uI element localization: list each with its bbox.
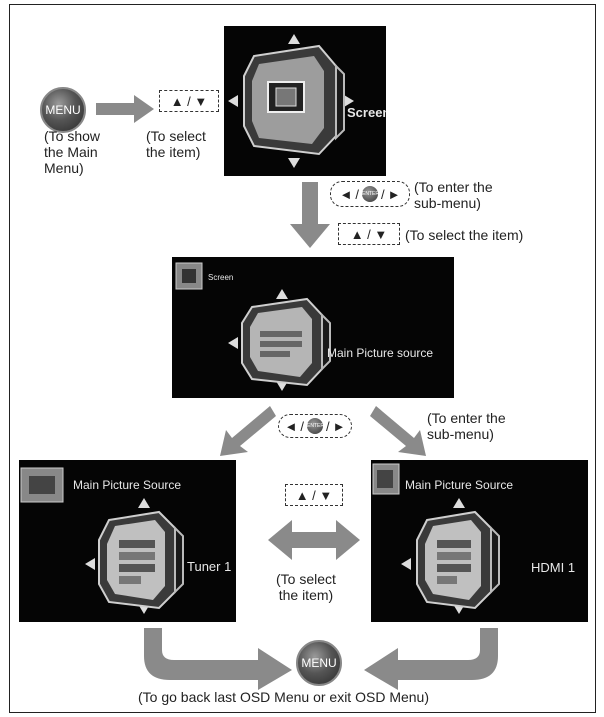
curved-arrow-left-icon — [364, 628, 498, 690]
tuner-screen: Main Picture Source Tuner 1 — [19, 460, 236, 622]
submenu-cube-graphic — [175, 262, 331, 391]
hdmi-screen: Main Picture Source HDMI 1 — [371, 460, 588, 622]
tuner-cube-graphic — [20, 467, 184, 614]
left-enter-right-key-2: ◄/ENTER/► — [278, 414, 352, 438]
enter-submenu-text-2: (To enter the sub-menu) — [427, 410, 506, 442]
submenu-label: Main Picture source — [327, 346, 434, 360]
up-down-key-label-2: ▲ / ▼ — [350, 226, 388, 242]
menu-button-top[interactable]: MENU — [40, 87, 86, 133]
up-down-key-label-3: ▲ / ▼ — [295, 487, 333, 503]
tuner-screen-header: Main Picture Source — [73, 478, 182, 492]
back-or-exit-text: (To go back last OSD Menu or exit OSD Me… — [138, 689, 429, 705]
submenu-screen: Screen Main Picture source — [172, 257, 454, 398]
arrow-down-left-icon — [220, 406, 276, 456]
arrow-down-right-icon — [370, 406, 426, 456]
right-arrow-icon-2: ► — [332, 418, 346, 434]
select-item-text-2: (To select the item) — [405, 227, 524, 243]
up-down-key-label: ▲ / ▼ — [170, 93, 208, 109]
enter-icon: ENTER — [362, 186, 379, 202]
right-arrow-icon: ► — [387, 186, 401, 202]
menu-button-label: MENU — [45, 103, 81, 117]
up-down-key: ▲ / ▼ — [159, 90, 219, 112]
hdmi-screen-label: HDMI 1 — [531, 560, 576, 575]
hdmi-screen-header: Main Picture Source — [405, 478, 514, 492]
select-item-text-1: (To select the item) — [146, 128, 206, 160]
instruction-frame — [9, 4, 596, 713]
menu-cube-graphic — [228, 34, 354, 168]
tuner-screen-label: Tuner 1 — [187, 559, 232, 574]
submenu-header: Screen — [208, 273, 234, 282]
main-menu-label: Screen — [347, 105, 386, 120]
menu-button-label-2: MENU — [301, 656, 337, 670]
curved-arrow-right-icon — [144, 628, 292, 690]
up-down-key-3: ▲ / ▼ — [285, 484, 343, 506]
main-menu-screen: Screen — [224, 26, 386, 176]
enter-icon-2: ENTER — [307, 418, 324, 434]
arrow-down-icon — [290, 182, 330, 248]
hdmi-cube-graphic — [372, 463, 500, 614]
left-enter-right-key-1: ◄/ENTER/► — [330, 181, 410, 207]
enter-submenu-text-1: (To enter the sub-menu) — [414, 179, 493, 211]
double-arrow-icon — [268, 520, 360, 560]
left-arrow-icon: ◄ — [339, 186, 353, 202]
menu-button-bottom[interactable]: MENU — [296, 640, 342, 686]
arrow-right-icon — [96, 95, 154, 123]
left-arrow-icon-2: ◄ — [284, 418, 298, 434]
up-down-key-2: ▲ / ▼ — [338, 223, 400, 245]
select-item-text-3: (To select the item) — [276, 571, 336, 603]
show-main-menu-text: (To show the Main Menu) — [44, 128, 101, 176]
